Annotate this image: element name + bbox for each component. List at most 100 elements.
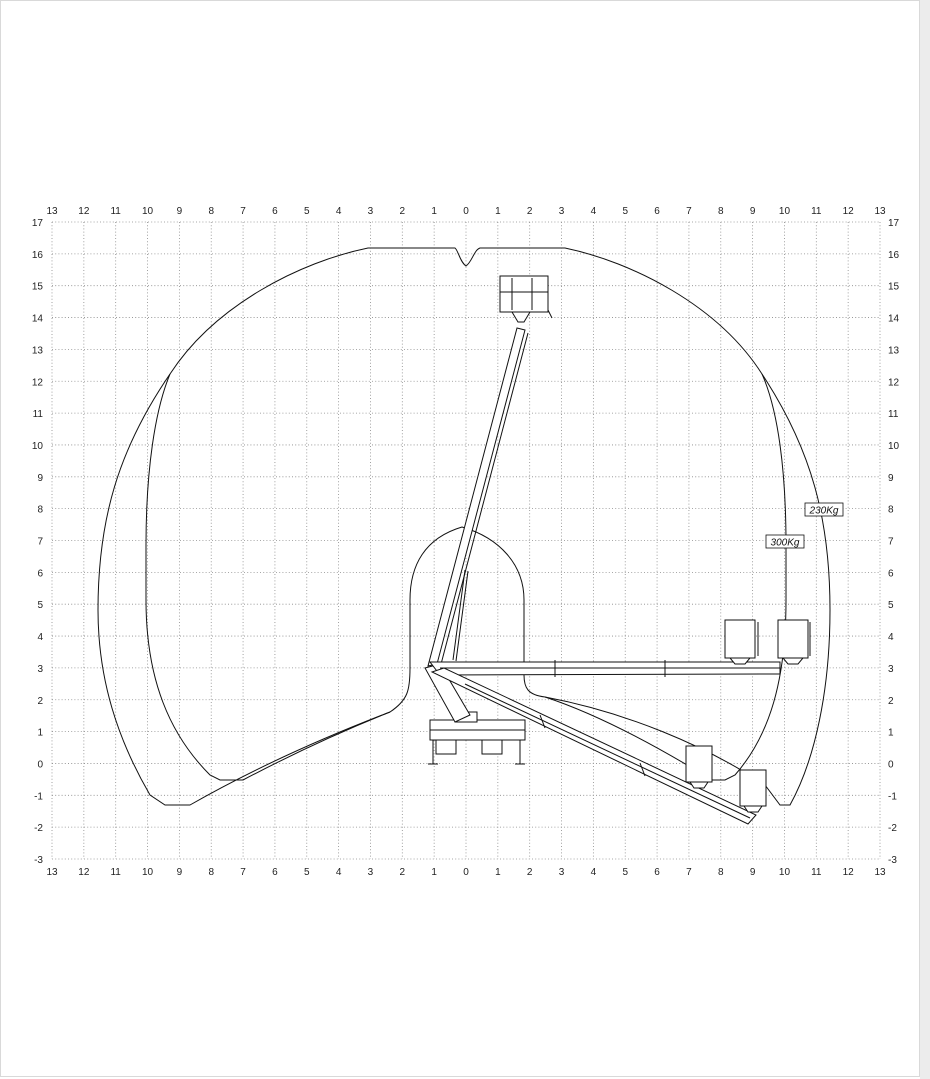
envelope-300kg: [145, 373, 391, 781]
y-tick-label-left: 1: [37, 728, 43, 739]
x-tick-label-top: 2: [527, 206, 533, 217]
x-tick-label-top: 3: [559, 206, 565, 217]
y-tick-label-left: 16: [32, 250, 44, 261]
x-tick-label-top: 9: [750, 206, 756, 217]
y-tick-label-left: 9: [37, 473, 43, 484]
x-tick-label-top: 10: [779, 206, 791, 217]
envelope-230kg: [97, 247, 831, 806]
x-tick-label-top: 4: [591, 206, 597, 217]
x-tick-label-bottom: 7: [240, 867, 246, 878]
x-tick-label-bottom: 10: [142, 867, 154, 878]
y-tick-label-right: 14: [888, 314, 900, 325]
x-tick-label-top: 3: [368, 206, 374, 217]
x-tick-label-bottom: 0: [463, 867, 469, 878]
x-tick-label-bottom: 12: [78, 867, 90, 878]
y-tick-label-left: 7: [37, 537, 43, 548]
x-tick-label-bottom: 13: [874, 867, 886, 878]
x-tick-label-bottom: 1: [431, 867, 437, 878]
y-tick-label-right: 11: [888, 409, 899, 420]
x-tick-label-bottom: 1: [495, 867, 501, 878]
y-tick-label-left: 4: [37, 632, 43, 643]
y-tick-label-right: 6: [888, 568, 894, 579]
y-tick-label-left: 2: [37, 696, 43, 707]
x-tick-label-top: 7: [686, 206, 692, 217]
x-tick-label-top: 11: [110, 206, 121, 217]
x-tick-label-top: 7: [240, 206, 246, 217]
x-tick-label-bottom: 11: [110, 867, 121, 878]
boom-lowered: [430, 667, 767, 825]
y-tick-label-left: -2: [34, 823, 43, 834]
x-tick-label-bottom: 11: [811, 867, 822, 878]
y-tick-label-right: 5: [888, 600, 894, 611]
axis-tick-labels: 1313121211111010998877665544332211001122…: [32, 206, 900, 878]
x-tick-label-bottom: 10: [779, 867, 791, 878]
y-tick-label-right: 0: [888, 759, 894, 770]
x-tick-label-top: 4: [336, 206, 342, 217]
y-tick-label-left: -3: [34, 855, 43, 866]
x-tick-label-bottom: 5: [304, 867, 310, 878]
y-tick-label-right: 17: [888, 218, 900, 229]
x-tick-label-top: 5: [622, 206, 628, 217]
envelope-300kg-right: [544, 373, 787, 781]
y-tick-label-right: 3: [888, 664, 894, 675]
x-tick-label-top: 12: [843, 206, 855, 217]
working-envelopes: [97, 247, 831, 806]
y-tick-label-left: 0: [37, 759, 43, 770]
y-tick-label-right: 2: [888, 696, 894, 707]
y-tick-label-left: 13: [32, 345, 44, 356]
y-tick-label-left: 11: [33, 409, 44, 420]
x-tick-label-bottom: 8: [718, 867, 724, 878]
y-tick-label-right: 13: [888, 345, 900, 356]
x-tick-label-top: 1: [431, 206, 437, 217]
y-tick-label-right: 16: [888, 250, 900, 261]
x-tick-label-bottom: 6: [272, 867, 278, 878]
x-tick-label-bottom: 2: [527, 867, 533, 878]
x-tick-label-bottom: 8: [208, 867, 214, 878]
y-tick-label-left: 5: [37, 600, 43, 611]
x-tick-label-top: 11: [811, 206, 822, 217]
page-edge: [920, 0, 930, 1079]
y-tick-label-right: -3: [888, 855, 897, 866]
y-tick-label-right: 4: [888, 632, 894, 643]
x-tick-label-top: 6: [654, 206, 660, 217]
y-tick-label-left: 14: [32, 314, 44, 325]
y-tick-label-left: 6: [37, 568, 43, 579]
boom-horizontal: [428, 619, 811, 677]
load-label-300kg: 300Kg: [765, 534, 805, 549]
y-tick-label-left: 17: [32, 218, 44, 229]
load-label-230kg: 230Kg: [804, 502, 844, 517]
y-tick-label-right: -1: [888, 791, 897, 802]
x-tick-label-top: 0: [463, 206, 469, 217]
x-tick-label-top: 10: [142, 206, 154, 217]
x-tick-label-bottom: 12: [843, 867, 855, 878]
y-tick-label-right: 15: [888, 282, 900, 293]
x-tick-label-top: 1: [495, 206, 501, 217]
y-tick-label-left: 8: [37, 505, 43, 516]
y-tick-label-left: 3: [37, 664, 43, 675]
x-tick-label-top: 6: [272, 206, 278, 217]
x-tick-label-bottom: 13: [46, 867, 58, 878]
x-tick-label-bottom: 3: [368, 867, 374, 878]
x-tick-label-top: 2: [400, 206, 406, 217]
x-tick-label-top: 9: [177, 206, 183, 217]
load-label-300kg-text: 300Kg: [771, 538, 800, 549]
y-tick-label-right: 7: [888, 537, 894, 548]
x-tick-label-top: 8: [718, 206, 724, 217]
y-tick-label-right: 8: [888, 505, 894, 516]
y-tick-label-left: 15: [32, 282, 44, 293]
x-tick-label-top: 13: [874, 206, 886, 217]
y-tick-label-right: 10: [888, 441, 900, 452]
y-tick-label-left: 12: [32, 377, 44, 388]
x-tick-label-bottom: 3: [559, 867, 565, 878]
load-label-230kg-text: 230Kg: [809, 506, 839, 517]
y-tick-label-left: 10: [32, 441, 44, 452]
aerial-platform-machine: [424, 275, 811, 825]
x-tick-label-bottom: 5: [622, 867, 628, 878]
x-tick-label-top: 12: [78, 206, 90, 217]
y-tick-label-right: -2: [888, 823, 897, 834]
y-tick-label-right: 9: [888, 473, 894, 484]
y-tick-label-right: 12: [888, 377, 900, 388]
x-tick-label-bottom: 7: [686, 867, 692, 878]
y-tick-label-right: 1: [888, 728, 894, 739]
